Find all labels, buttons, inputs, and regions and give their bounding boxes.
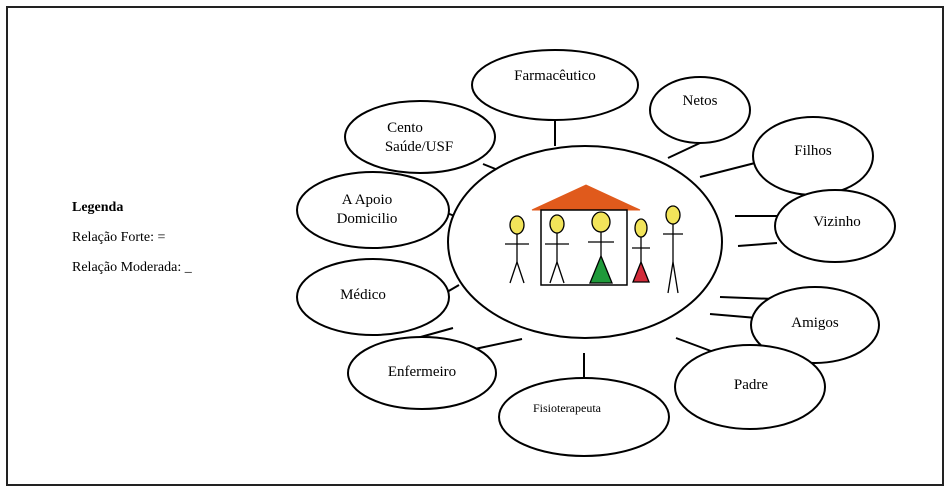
legend: Legenda Relação Forte: = Relação Moderad… [72, 200, 192, 290]
label-farmaceutico: Farmacêutico [514, 68, 596, 84]
node-fisioterapeuta [498, 377, 670, 457]
label-medico: Médico [340, 287, 386, 303]
line-amigos-2 [709, 313, 758, 319]
label-centro-line1: Cento [387, 120, 423, 136]
node-amigos [750, 286, 880, 364]
line-netos [667, 142, 701, 159]
label-centro-line2: Saúde/USF [385, 139, 453, 155]
line-enfermeiro-2 [469, 338, 523, 351]
node-netos [649, 76, 751, 144]
node-ellipses [296, 49, 896, 457]
label-padre: Padre [734, 377, 768, 393]
node-farmaceutico [471, 49, 639, 121]
label-vizinho: Vizinho [813, 214, 860, 230]
label-netos: Netos [683, 93, 718, 109]
node-apoio-domicilio [296, 171, 450, 249]
label-filhos: Filhos [794, 143, 832, 159]
house-walls [540, 209, 628, 286]
node-labels: Farmacêutico Netos Filhos Vizinho Amigos… [337, 68, 861, 415]
family-center-ellipse [447, 145, 723, 339]
figure-3 [588, 211, 614, 284]
label-fisioterapeuta: Fisioterapeuta [533, 401, 602, 415]
figure-1 [505, 215, 529, 284]
line-filhos [699, 162, 756, 178]
label-amigos: Amigos [791, 315, 839, 331]
legend-strong-relation: Relação Forte: = [72, 230, 166, 245]
family-household [505, 184, 683, 294]
figure-2 [545, 214, 569, 284]
node-centro-saude [344, 100, 496, 174]
label-enfermeiro: Enfermeiro [388, 364, 456, 380]
node-enfermeiro [347, 336, 497, 410]
line-amigos-1 [719, 296, 776, 300]
label-apoio-line2: Domicilio [337, 211, 398, 227]
figure-4 [632, 218, 650, 283]
legend-title: Legenda [72, 200, 124, 215]
node-padre [674, 344, 826, 430]
label-apoio-line1: A Apoio [342, 192, 392, 208]
figure-5 [663, 205, 683, 294]
legend-moderate-relation: Relação Moderada: _ [72, 260, 192, 275]
line-vizinho-2 [737, 242, 778, 247]
node-medico [296, 258, 450, 336]
node-vizinho [774, 189, 896, 263]
